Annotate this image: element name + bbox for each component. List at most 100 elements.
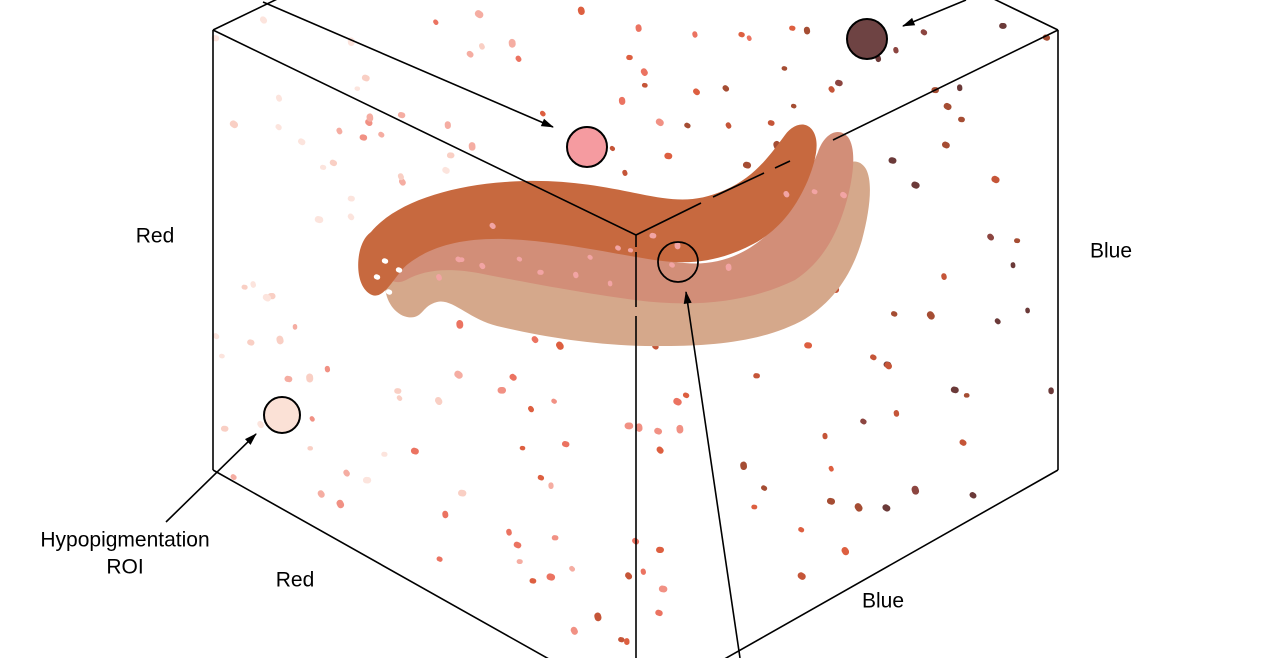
scatter-dot: [506, 528, 512, 536]
scatter-dot: [991, 175, 1000, 184]
scatter-dot: [276, 335, 284, 345]
scatter-dot: [999, 22, 1007, 29]
bottom-left-axis-label: Red: [275, 568, 315, 592]
scatter-dot: [854, 503, 863, 512]
scatter-dot: [656, 446, 664, 454]
scatter-dot: [624, 422, 634, 430]
hypopigmentation-roi-label-line2: ROI: [106, 556, 144, 579]
scatter-dot: [828, 465, 834, 472]
scatter-dot: [546, 573, 556, 581]
scatter-dot: [319, 164, 327, 171]
scatter-dot: [640, 568, 646, 575]
scatter-dot: [963, 393, 970, 398]
scatter-dot: [324, 365, 331, 373]
scatter-dot: [941, 141, 950, 149]
scatter-dot: [385, 289, 393, 295]
scatter-dot: [882, 504, 891, 512]
scatter-dot: [410, 447, 419, 455]
scatter-dot: [753, 373, 760, 379]
scatter-dot: [751, 504, 758, 510]
scatter-dot: [230, 474, 237, 481]
scatter-dot: [950, 386, 959, 394]
scatter-dot: [822, 432, 828, 440]
scatter-dot: [893, 46, 899, 54]
scatter-dot: [509, 373, 517, 381]
band-scatter-dots: [373, 189, 847, 295]
scatter-dot: [212, 333, 220, 340]
scatter-dot: [957, 84, 963, 92]
scatter-dot: [761, 485, 768, 491]
scatter-dot: [250, 281, 256, 288]
scatter-dot: [635, 24, 642, 32]
scatter-dot: [373, 274, 381, 280]
scatter-dot: [835, 79, 843, 87]
scatter-dot: [640, 68, 648, 76]
scatter-dot: [381, 258, 389, 264]
scatter-dot: [911, 181, 920, 189]
scatter-dot: [1048, 387, 1054, 395]
scatter-dot: [537, 474, 545, 481]
scatter-dot: [767, 120, 775, 126]
scatter-dot: [926, 311, 935, 320]
tone-markers: [263, 18, 888, 434]
scatter-dot: [359, 134, 368, 141]
scatter-dot: [516, 559, 523, 565]
scatter-dot: [219, 353, 225, 359]
arrow-to-pink-marker: [262, 1, 554, 128]
scatter-dot: [454, 370, 463, 379]
cube-edge-top-right-front-dash: [712, 172, 765, 198]
scatter-dot: [336, 127, 343, 135]
scatter-dot: [725, 263, 732, 271]
scatter-dot: [555, 341, 564, 350]
scatter-dot: [489, 222, 496, 229]
scatter-dot: [362, 476, 372, 484]
cube-edge-top-right-front: [635, 202, 702, 236]
scatter-dot: [394, 388, 402, 394]
scatter-dot: [397, 111, 406, 119]
scatter-dot: [738, 31, 745, 38]
scatter-dot: [994, 318, 1001, 325]
scatter-dot: [618, 637, 625, 643]
scatter-dot: [654, 427, 663, 435]
scatter-dot: [519, 445, 526, 451]
scatter-dot: [1010, 262, 1016, 269]
scatter-dot: [474, 10, 484, 19]
scatter-dot: [307, 446, 314, 451]
scatter-dot: [884, 361, 892, 370]
scatter-dot: [890, 311, 898, 317]
scatter-dot: [959, 439, 967, 446]
scatter-dot: [531, 336, 539, 344]
scatter-dot: [466, 50, 474, 58]
scatter-dot: [790, 103, 797, 109]
scatter-dot: [329, 159, 338, 167]
scatter-dot: [725, 122, 732, 129]
cube-edge-top-left-front: [212, 29, 637, 236]
rgb-cube-edges: [212, 0, 1059, 658]
scatter-dot: [396, 395, 403, 401]
scatter-dot: [398, 178, 406, 186]
scatter-dot: [622, 169, 628, 176]
scatter-dot: [888, 157, 897, 164]
scatter-dot: [442, 510, 449, 519]
right-axis-label: Blue: [1089, 239, 1133, 263]
scatter-dot: [674, 241, 681, 250]
scatter-dot: [624, 638, 630, 646]
scatter-dot: [378, 131, 385, 138]
annotation-arrows: [165, 0, 967, 658]
scatter-dot: [649, 232, 657, 239]
hypopigmentation-roi-marker: [263, 396, 301, 434]
scatter-dot: [594, 612, 602, 622]
scatter-dot: [241, 284, 248, 290]
band-light-stripe: [385, 161, 870, 347]
bottom-right-axis-label: Blue: [861, 589, 905, 613]
scatter-dot: [692, 31, 698, 38]
scatter-dot: [635, 423, 643, 432]
scatter-dot: [497, 386, 507, 394]
scatter-dot: [456, 320, 464, 329]
scatter-dot: [343, 469, 350, 477]
scatter-dot: [870, 354, 877, 361]
arrow-to-dark-marker: [902, 0, 967, 27]
cube-edge-top-right-front: [832, 29, 1059, 141]
scatter-dot: [655, 118, 664, 127]
